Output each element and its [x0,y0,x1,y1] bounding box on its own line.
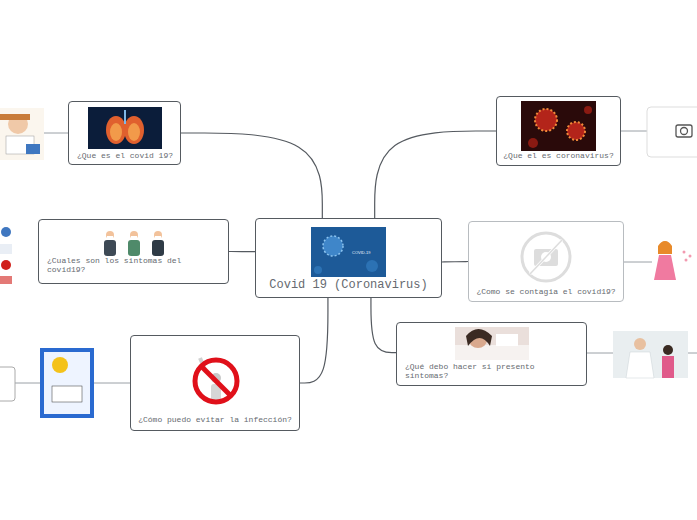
branch-connector [442,261,468,263]
central-topic: Covid 19 (Coronavirus) [255,218,442,298]
topic-text: ¿Que es el covid 19? [77,151,174,160]
branch-connector [375,131,496,218]
topic-box: ¿Qué debo hacer si presento síntomas? [396,322,587,386]
topic-box: ¿Como se contagia el covid19? [468,221,624,302]
topic-box: ¿Que es el covid 19? [68,101,181,165]
image-caption: COVID-19 [352,250,382,255]
topic-box: ¿Que el es coronavirus? [496,96,621,166]
topic-text: ¿Que el es coronavirus? [501,151,616,160]
topic-text: ¿Cuales son los sintomas del covid19? [47,256,198,274]
topic-text: ¿Qué debo hacer si presento síntomas? [405,362,546,380]
topic-text: ¿Como se contagia el covid19? [473,287,619,296]
branch-connector [181,133,322,218]
branch-connector [229,251,255,252]
topic-text: ¿Cómo puedo evitar la infección? [135,415,295,424]
branch-connector [300,298,328,383]
branch-connector [371,298,396,353]
topic-text: Covid 19 (Coronavirus) [262,278,435,292]
topic-box: ¿Cuales son los sintomas del covid19? [38,219,229,284]
topic-box: ¿Cómo puedo evitar la infección? [130,335,300,431]
